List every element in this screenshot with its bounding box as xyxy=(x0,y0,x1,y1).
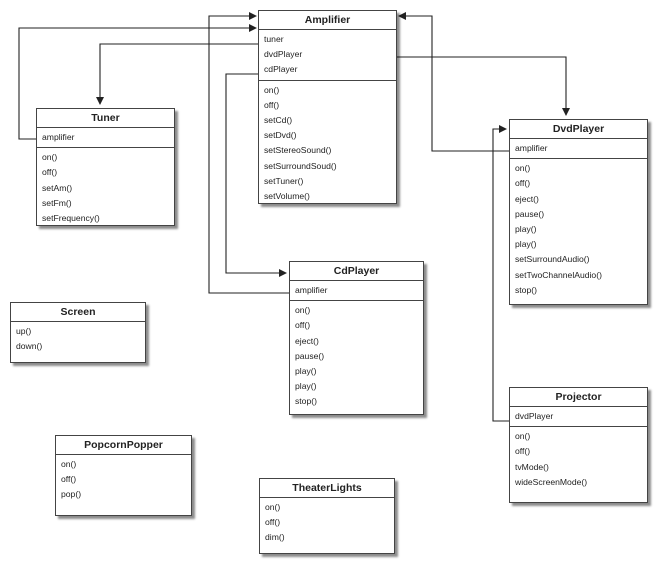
method-settuner: setTuner() xyxy=(264,175,304,186)
class-name: Tuner xyxy=(37,109,174,128)
line-cdplayer-to-amplifier xyxy=(208,12,289,294)
method-setsurroundaudio: setSurroundAudio() xyxy=(515,254,590,265)
method-play: play() xyxy=(295,366,317,377)
method-tvmode: tvMode() xyxy=(515,461,549,472)
attribute-dvdplayer: dvdPlayer xyxy=(515,411,554,421)
method-off: off() xyxy=(295,320,311,331)
class-name: Screen xyxy=(11,303,145,322)
method-pop: pop() xyxy=(61,489,82,500)
method-on: on() xyxy=(515,163,531,174)
method-dim: dim() xyxy=(265,532,285,543)
method-setfm: setFm() xyxy=(42,197,72,208)
method-setsurroundsoud: setSurroundSoud() xyxy=(264,160,337,171)
attribute-amplifier: amplifier xyxy=(515,143,548,153)
class-screen: Screen up() down() xyxy=(10,302,146,363)
class-amplifier: Amplifier tuner dvdPlayer cdPlayer on() … xyxy=(258,10,397,204)
methods-section: on() off() setCd() setDvd() setStereoSou… xyxy=(259,79,396,207)
class-tuner: Tuner amplifier on() off() setAm() setFm… xyxy=(36,108,175,226)
class-projector: Projector dvdPlayer on() off() tvMode() … xyxy=(509,387,648,503)
method-setstereosound: setStereoSound() xyxy=(264,145,332,156)
class-popcornpopper: PopcornPopper on() off() pop() xyxy=(55,435,192,516)
line-amplifier-to-dvdplayer xyxy=(396,56,570,116)
attributes-section: dvdPlayer xyxy=(510,407,647,426)
methods-section: on() off() eject() pause() play() play()… xyxy=(290,300,423,411)
method-on: on() xyxy=(295,305,311,316)
method-setfrequency: setFrequency() xyxy=(42,213,100,224)
method-stop: stop() xyxy=(515,284,537,295)
methods-section: on() off() setAm() setFm() setFrequency(… xyxy=(37,147,174,228)
methods-section: on() off() eject() pause() play() play()… xyxy=(510,158,647,300)
method-setcd: setCd() xyxy=(264,115,293,126)
attribute-cdplayer: cdPlayer xyxy=(264,64,298,75)
method-settwochannelaudio: setTwoChannelAudio() xyxy=(515,269,602,280)
method-on: on() xyxy=(265,502,281,512)
line-tuner-to-amplifier xyxy=(18,24,257,140)
attribute-dvdplayer: dvdPlayer xyxy=(264,49,303,60)
attribute-tuner: tuner xyxy=(264,34,284,44)
line-amplifier-to-tuner xyxy=(96,43,258,105)
line-dvdplayer-to-amplifier xyxy=(398,12,509,152)
class-name: Amplifier xyxy=(259,11,396,30)
methods-section: on() off() dim() xyxy=(260,498,394,548)
method-off: off() xyxy=(515,446,531,457)
method-pause: pause() xyxy=(515,208,545,219)
attributes-section: amplifier xyxy=(510,139,647,158)
method-off: off() xyxy=(61,474,77,485)
method-eject: eject() xyxy=(295,335,319,346)
method-off: off() xyxy=(264,99,280,110)
class-theaterlights: TheaterLights on() off() dim() xyxy=(259,478,395,554)
method-eject: eject() xyxy=(515,193,539,204)
method-on: on() xyxy=(515,431,531,442)
method-play: play() xyxy=(515,239,537,250)
class-name: DvdPlayer xyxy=(510,120,647,139)
method-pause: pause() xyxy=(295,350,325,361)
methods-section: on() off() pop() xyxy=(56,455,191,505)
method-stop: stop() xyxy=(295,396,317,407)
method-play: play() xyxy=(295,381,317,392)
methods-section: up() down() xyxy=(11,322,145,356)
method-up: up() xyxy=(16,326,32,336)
class-name: PopcornPopper xyxy=(56,436,191,455)
method-off: off() xyxy=(265,517,281,528)
class-name: CdPlayer xyxy=(290,262,423,281)
attribute-amplifier: amplifier xyxy=(295,285,328,295)
class-name: TheaterLights xyxy=(260,479,394,498)
line-amplifier-to-cdplayer xyxy=(225,73,287,277)
methods-section: on() off() tvMode() wideScreenMode() xyxy=(510,426,647,492)
attributes-section: amplifier xyxy=(290,281,423,300)
method-on: on() xyxy=(42,152,58,163)
attributes-section: tuner dvdPlayer cdPlayer xyxy=(259,30,396,80)
method-down: down() xyxy=(16,341,43,352)
method-setam: setAm() xyxy=(42,182,73,193)
method-play: play() xyxy=(515,224,537,235)
attribute-amplifier: amplifier xyxy=(42,132,75,142)
method-setdvd: setDvd() xyxy=(264,130,297,141)
method-setvolume: setVolume() xyxy=(264,191,310,202)
attributes-section: amplifier xyxy=(37,128,174,147)
method-off: off() xyxy=(42,167,58,178)
class-dvdplayer: DvdPlayer amplifier on() off() eject() p… xyxy=(509,119,648,305)
line-projector-to-dvdplayer xyxy=(492,125,509,422)
method-on: on() xyxy=(61,459,77,469)
method-widescreenmode: wideScreenMode() xyxy=(515,476,588,487)
class-name: Projector xyxy=(510,388,647,407)
class-cdplayer: CdPlayer amplifier on() off() eject() pa… xyxy=(289,261,424,415)
method-off: off() xyxy=(515,178,531,189)
method-on: on() xyxy=(264,84,280,95)
